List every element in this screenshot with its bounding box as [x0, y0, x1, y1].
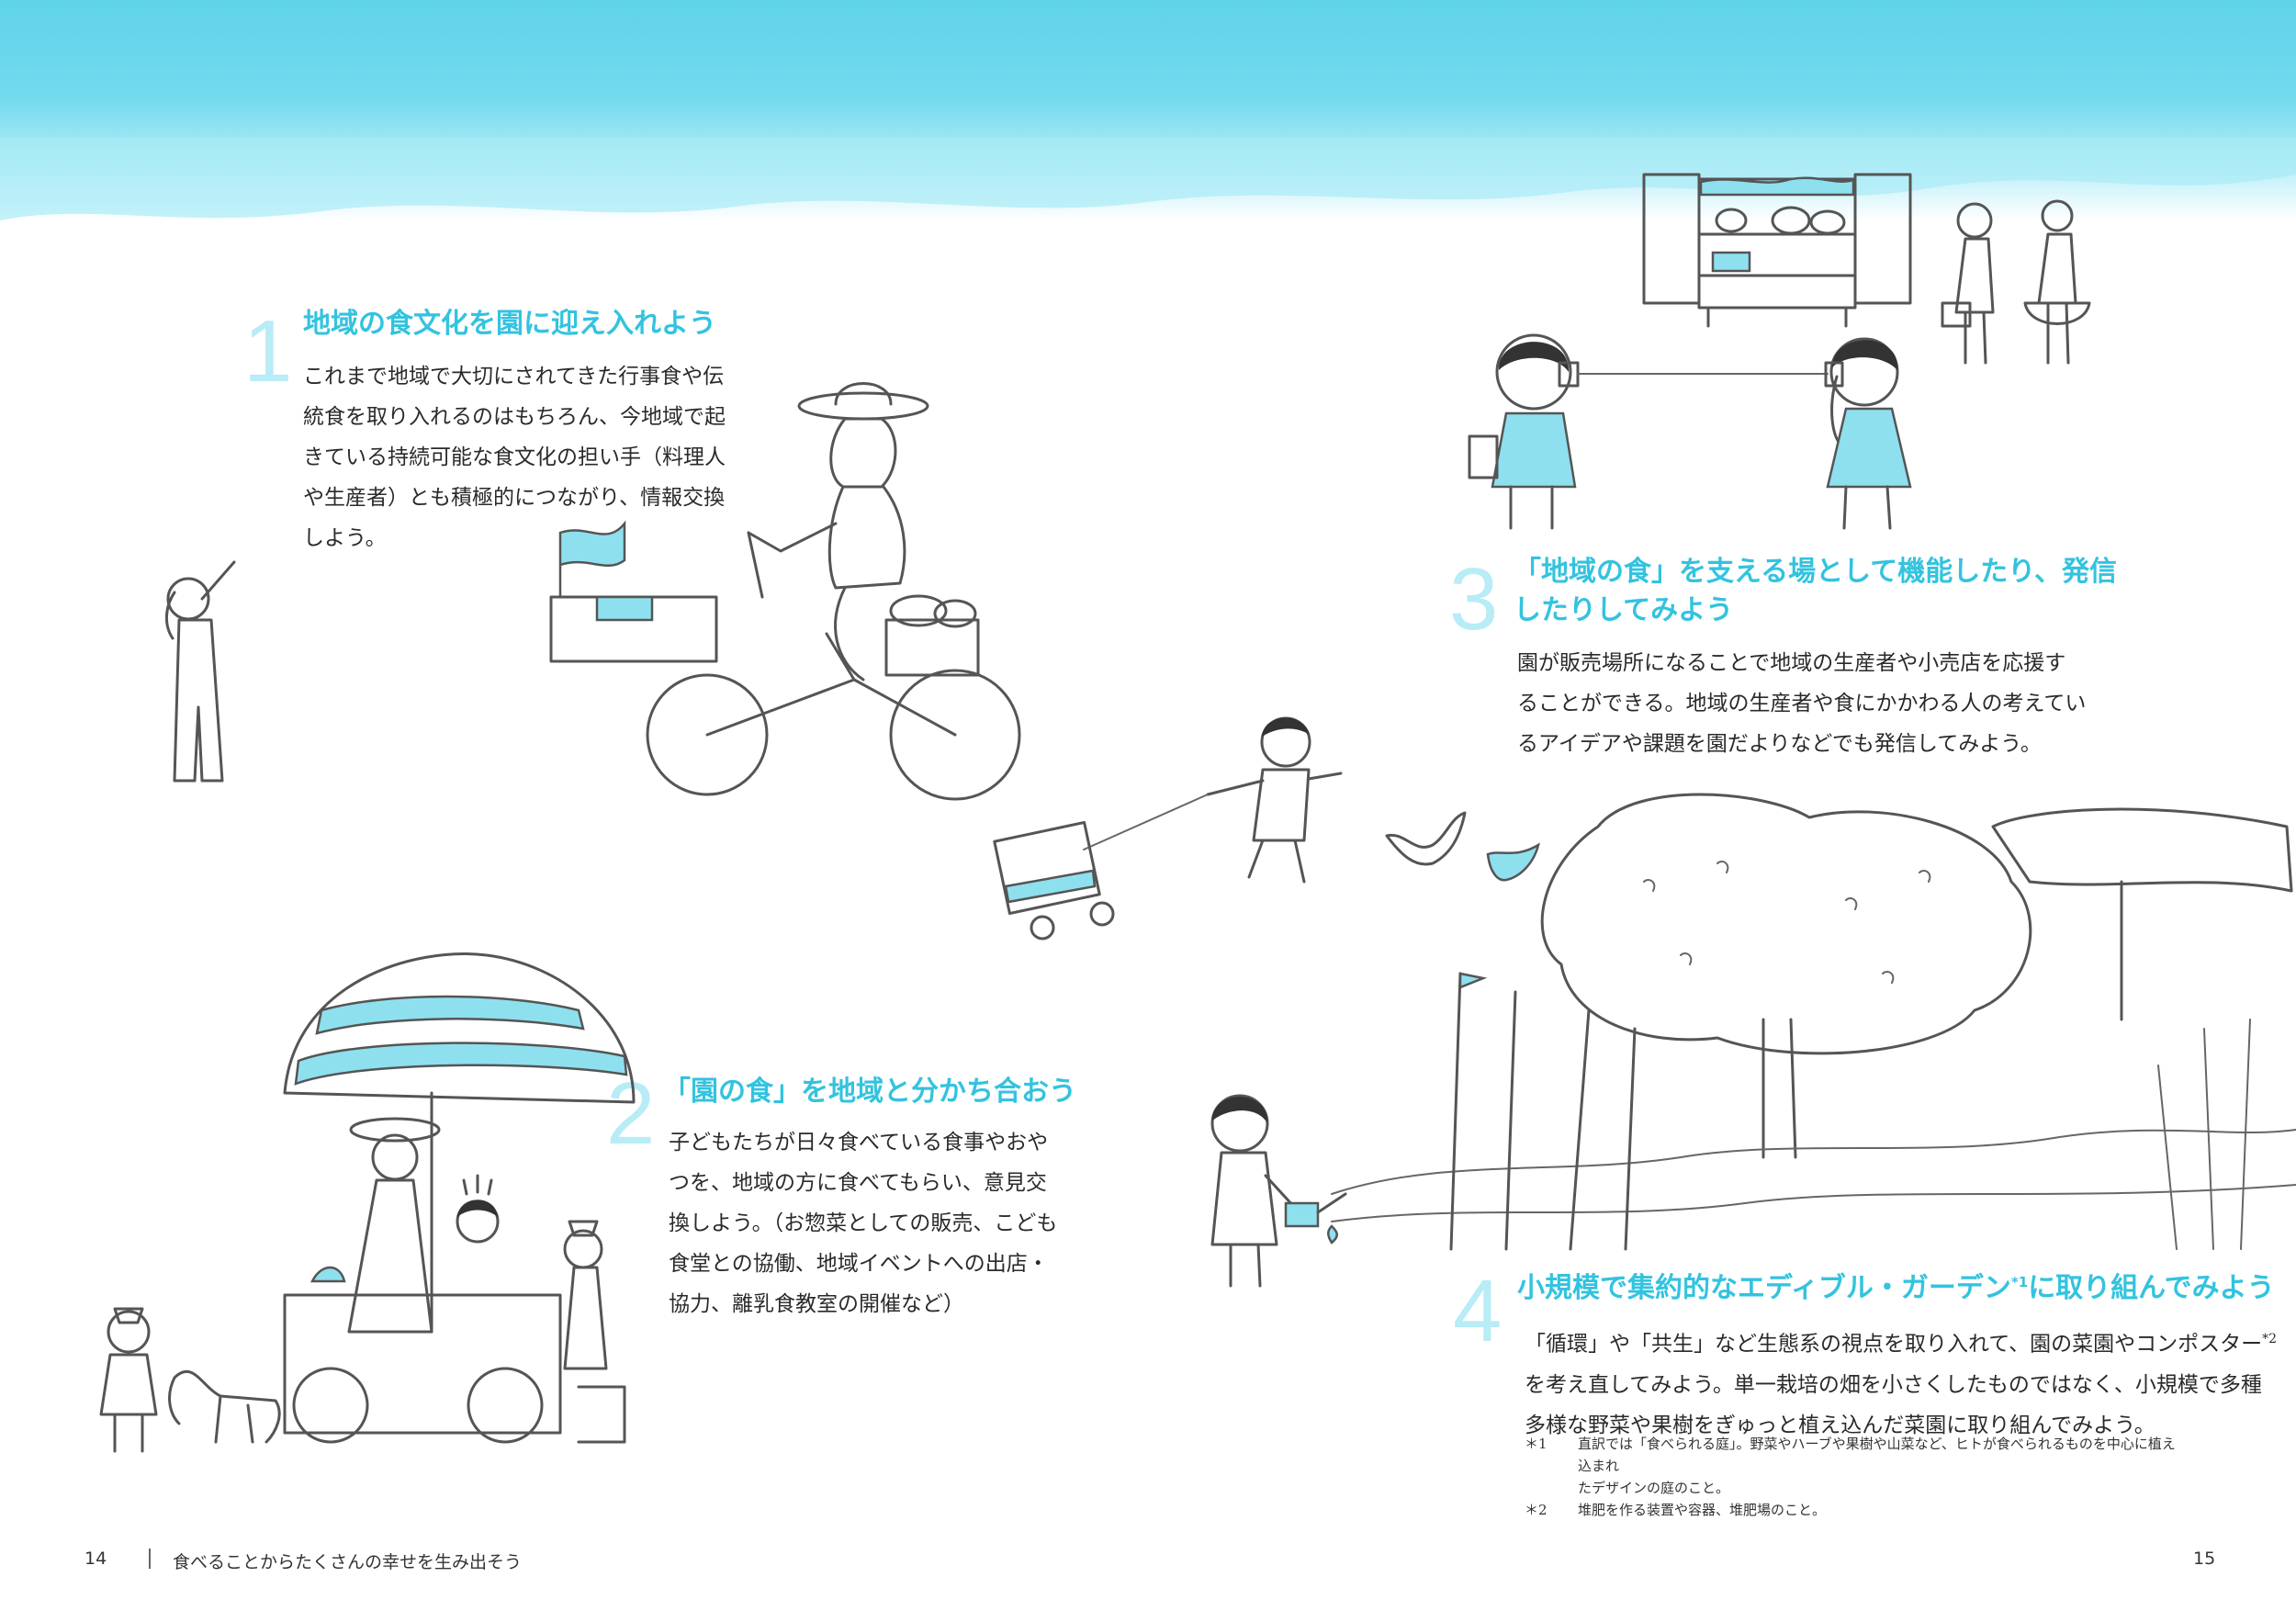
sky-brush-edge: [0, 138, 2296, 220]
section-3-body-line: るアイデアや課題を園だよりなどでも発信してみよう。: [1517, 732, 2042, 756]
birds-illustration: [1385, 811, 1540, 882]
cargo-bicycle-illustration: [549, 382, 1021, 801]
section-1-body: これまで地域で大切にされてきた行事食や伝 統食を取り入れるのはもちろん、今地域で…: [303, 356, 726, 558]
section-3-body: 園が販売場所になることで地域の生産者や小売店を応援す ることができる。地域の生産…: [1517, 643, 2086, 764]
footnote-mark: ＊1: [1525, 1436, 1548, 1452]
section-1-body-line: きている持続可能な食文化の担い手（料理人: [303, 445, 726, 469]
section-4-number: 4: [1453, 1262, 1503, 1360]
section-1-body-line: や生産者）とも積極的につながり、情報交換: [303, 486, 726, 510]
section-3-heading: 「地域の食」を支える場として機能したり、発信 したりしてみよう: [1514, 553, 2117, 630]
footnote-ref-1: *1: [2010, 1274, 2029, 1290]
section-2-body-line: 協力、離乳食教室の開催など）: [669, 1292, 964, 1316]
footnote-line: 堆肥を作る装置や容器、堆肥場のこと。: [1578, 1502, 1827, 1518]
section-4-heading-tail: に取り組んでみよう: [2028, 1272, 2275, 1304]
section-1-body-line: これまで地域で大切にされてきた行事食や伝: [303, 365, 725, 389]
section-2-body-line: 換しよう。（お惣菜としての販売、こども: [669, 1211, 1058, 1235]
child-watering-illustration: [1210, 1094, 1347, 1288]
footnote-text: 直訳では「食べられる庭」。野菜やハーブや果樹や山菜など、ヒトが食べられるものを中…: [1578, 1433, 2186, 1499]
footnote-ref-2: *2: [2262, 1332, 2278, 1346]
section-4-heading-main: 小規模で集約的なエディブル・ガーデン: [1517, 1272, 2011, 1304]
section-3-body-line: ることができる。地域の生産者や食にかかわる人の考えてい: [1517, 692, 2087, 715]
tin-can-phone-illustration: [1468, 333, 1912, 530]
page-number-right: 15: [2193, 1549, 2216, 1569]
footnote-mark: ＊2: [1525, 1502, 1548, 1518]
section-3-heading-line: 「地域の食」を支える場として機能したり、発信: [1514, 556, 2117, 588]
section-4-body-line: 「循環」や「共生」など生態系の視点を取り入れて、園の菜園やコンポスター*2: [1525, 1319, 2277, 1365]
shoppers-illustration: [1941, 199, 2091, 365]
footnote-line: 直訳では「食べられる庭」。野菜やハーブや果樹や山菜など、ヒトが食べられるものを中…: [1578, 1436, 2176, 1474]
footnotes: ＊1 直訳では「食べられる庭」。野菜やハーブや果樹や山菜など、ヒトが食べられるも…: [1525, 1433, 2186, 1521]
section-2-body-line: つを、地域の方に食べてもらい、意見交: [669, 1171, 1047, 1195]
garden-illustration: [1331, 793, 2296, 1251]
section-4-body-line: 多様な野菜や果樹をぎゅっと植え込んだ菜園に取り組んでみよう。: [1525, 1413, 2155, 1437]
section-4-body: 「循環」や「共生」など生態系の視点を取り入れて、園の菜園やコンポスター*2 を考…: [1525, 1319, 2277, 1446]
parasol-cart-illustration: [99, 952, 636, 1453]
footnote-1: ＊1 直訳では「食べられる庭」。野菜やハーブや果樹や山菜など、ヒトが食べられるも…: [1525, 1433, 2186, 1499]
section-1-body-line: しよう。: [303, 526, 387, 550]
section-4-body-text: 「循環」や「共生」など生態系の視点を取り入れて、園の菜園やコンポスター: [1525, 1332, 2263, 1357]
footnote-line: たデザインの庭のこと。: [1578, 1480, 1730, 1496]
section-1-body-line: 統食を取り入れるのはもちろん、今地域で起: [303, 405, 726, 429]
section-4-body-line: を考え直してみよう。単一栽培の畑を小さくしたものではなく、小規模で多種: [1525, 1372, 2262, 1397]
section-1-number: 1: [243, 302, 293, 400]
section-2-number: 2: [606, 1064, 656, 1163]
section-3-number: 3: [1449, 550, 1499, 648]
section-3-body-line: 園が販売場所になることで地域の生産者や小売店を応援す: [1517, 651, 2066, 675]
footnote-2: ＊2 堆肥を作る装置や容器、堆肥場のこと。: [1525, 1499, 2186, 1521]
footer-divider: [149, 1549, 151, 1569]
child-waving-illustration: [165, 560, 236, 783]
page-number-left: 14: [84, 1549, 107, 1569]
section-2-heading: 「園の食」を地域と分かち合おう: [663, 1076, 1076, 1108]
section-2-body-line: 子どもたちが日々食べている食事やおや: [669, 1131, 1049, 1155]
running-title: 食べることからたくさんの幸せを生み出そう: [173, 1552, 523, 1572]
food-shelf-illustration: [1642, 173, 1912, 328]
footnote-text: 堆肥を作る装置や容器、堆肥場のこと。: [1578, 1499, 2186, 1521]
section-3-heading-line: したりしてみよう: [1514, 594, 1734, 626]
section-2-body-line: 食堂との協働、地域イベントへの出店・: [669, 1252, 1049, 1276]
section-2-body: 子どもたちが日々食べている食事やおや つを、地域の方に食べてもらい、意見交 換し…: [669, 1122, 1057, 1324]
section-4-heading: 小規模で集約的なエディブル・ガーデン*1に取り組んでみよう: [1517, 1263, 2275, 1308]
section-1-heading: 地域の食文化を園に迎え入れよう: [303, 308, 716, 340]
child-with-wagon-illustration: [993, 716, 1343, 941]
